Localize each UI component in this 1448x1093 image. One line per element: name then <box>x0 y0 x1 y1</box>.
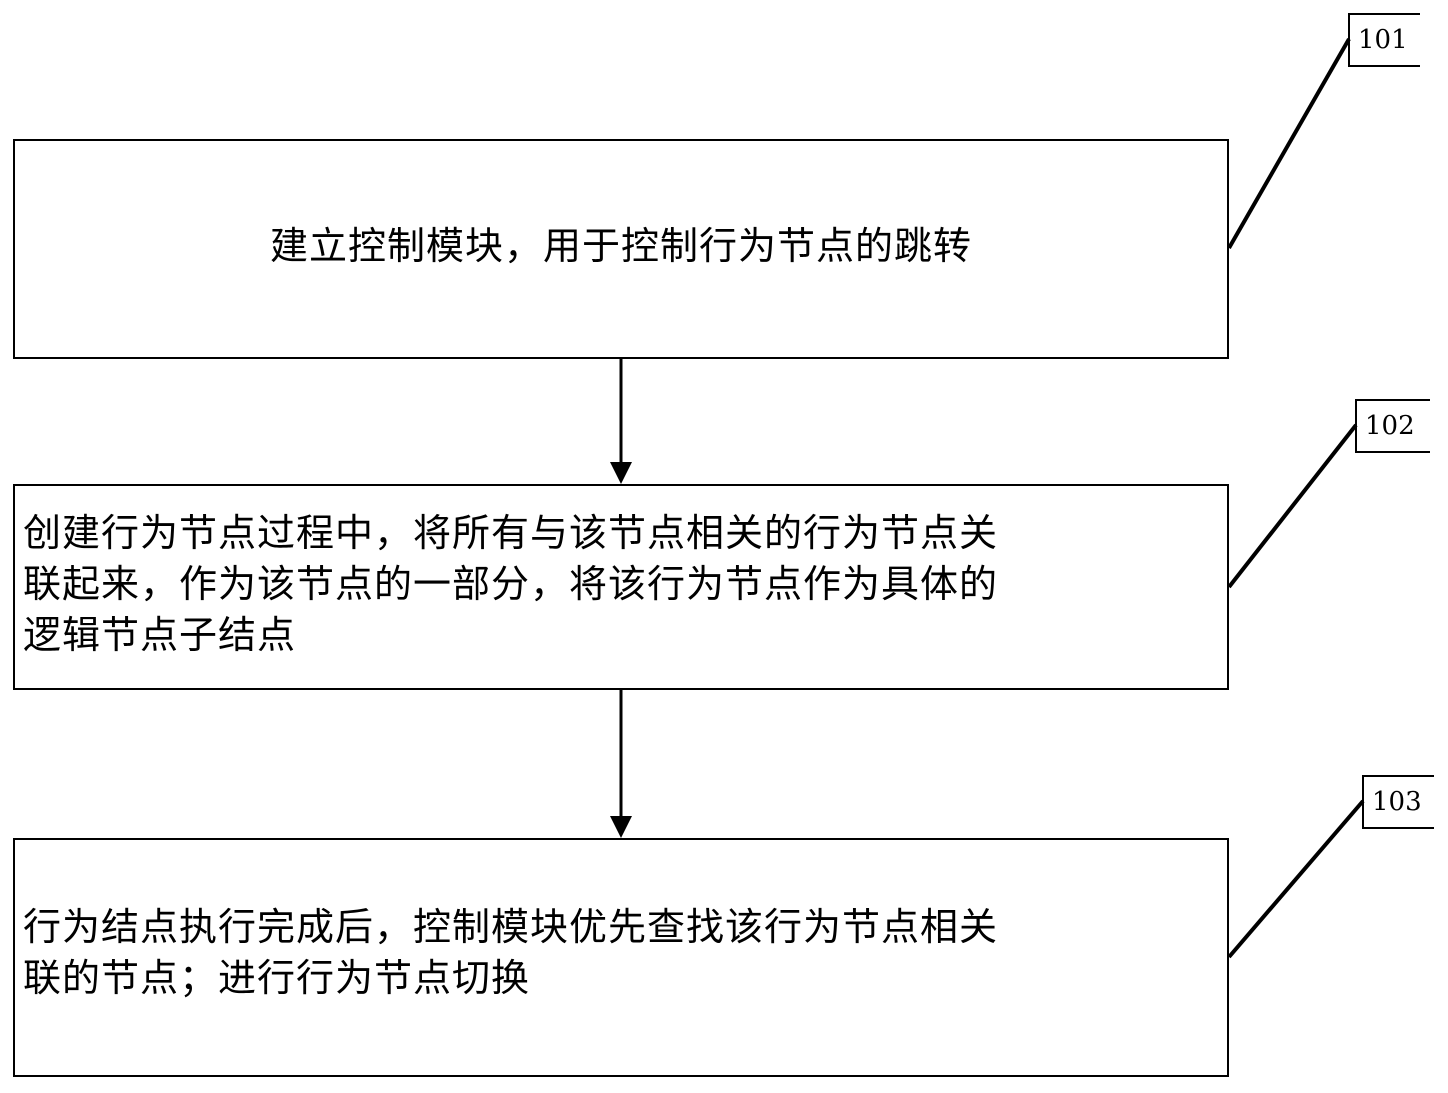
step-101-label: 101 <box>1348 13 1420 67</box>
arrow-102-to-103 <box>610 690 632 838</box>
step-101-text: 建立控制模块，用于控制行为节点的跳转 <box>270 221 972 272</box>
step-102-label: 102 <box>1355 399 1430 453</box>
step-103-line-1: 行为结点执行完成后，控制模块优先查找该行为节点相关 <box>23 905 999 949</box>
arrow-head-icon <box>610 462 632 484</box>
leader-line-103 <box>1227 799 1365 959</box>
step-101-line-1: 建立控制模块，用于控制行为节点的跳转 <box>269 223 972 268</box>
leader-line-101 <box>1227 38 1351 249</box>
step-102-text: 创建行为节点过程中，将所有与该节点相关的行为节点关 联起来，作为该节点的一部分，… <box>23 508 1197 661</box>
arrow-101-to-102 <box>610 359 632 484</box>
step-103-line-2: 联的节点；进行行为节点切换 <box>23 956 531 1000</box>
step-102-line-2: 联起来，作为该节点的一部分，将该行为节点作为具体的 <box>23 562 999 606</box>
leader-line-102 <box>1227 423 1358 589</box>
step-103-text: 行为结点执行完成后，控制模块优先查找该行为节点相关 联的节点；进行行为节点切换 <box>23 902 1197 1004</box>
step-102-line-3: 逻辑节点子结点 <box>23 613 297 657</box>
step-102-line-1: 创建行为节点过程中，将所有与该节点相关的行为节点关 <box>23 511 999 555</box>
step-103-box: 行为结点执行完成后，控制模块优先查找该行为节点相关 联的节点；进行行为节点切换 <box>13 838 1229 1077</box>
step-102-box: 创建行为节点过程中，将所有与该节点相关的行为节点关 联起来，作为该节点的一部分，… <box>13 484 1229 690</box>
arrow-head-icon <box>610 816 632 838</box>
step-101-box: 建立控制模块，用于控制行为节点的跳转 <box>13 139 1229 359</box>
